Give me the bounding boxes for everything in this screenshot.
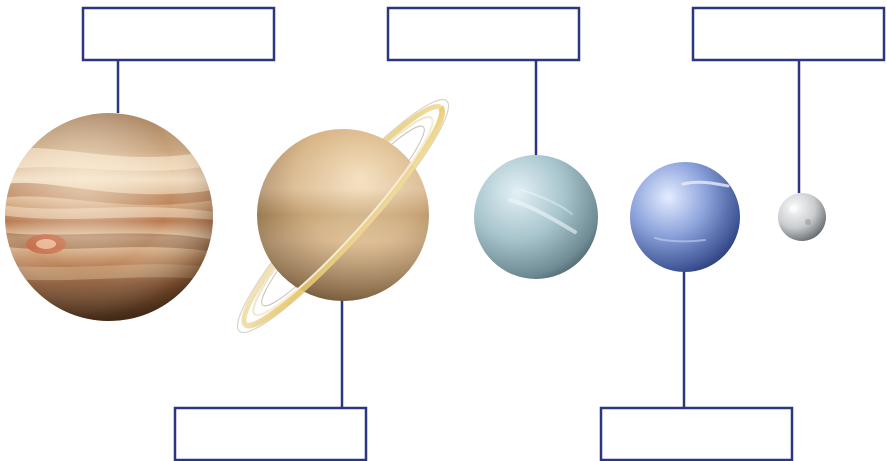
label-box-saturn[interactable] [173,406,368,461]
label-box-uranus[interactable] [386,6,581,62]
uranus-planet-icon [474,155,598,279]
dwarf-planet-icon [778,193,826,241]
label-box-dwarf-planet[interactable] [691,6,886,62]
label-box-neptune[interactable] [599,406,794,461]
neptune-planet-icon [630,162,740,272]
saturn-planet-icon [236,98,450,334]
jupiter-planet-icon [5,113,213,321]
label-box-jupiter[interactable] [81,6,276,62]
